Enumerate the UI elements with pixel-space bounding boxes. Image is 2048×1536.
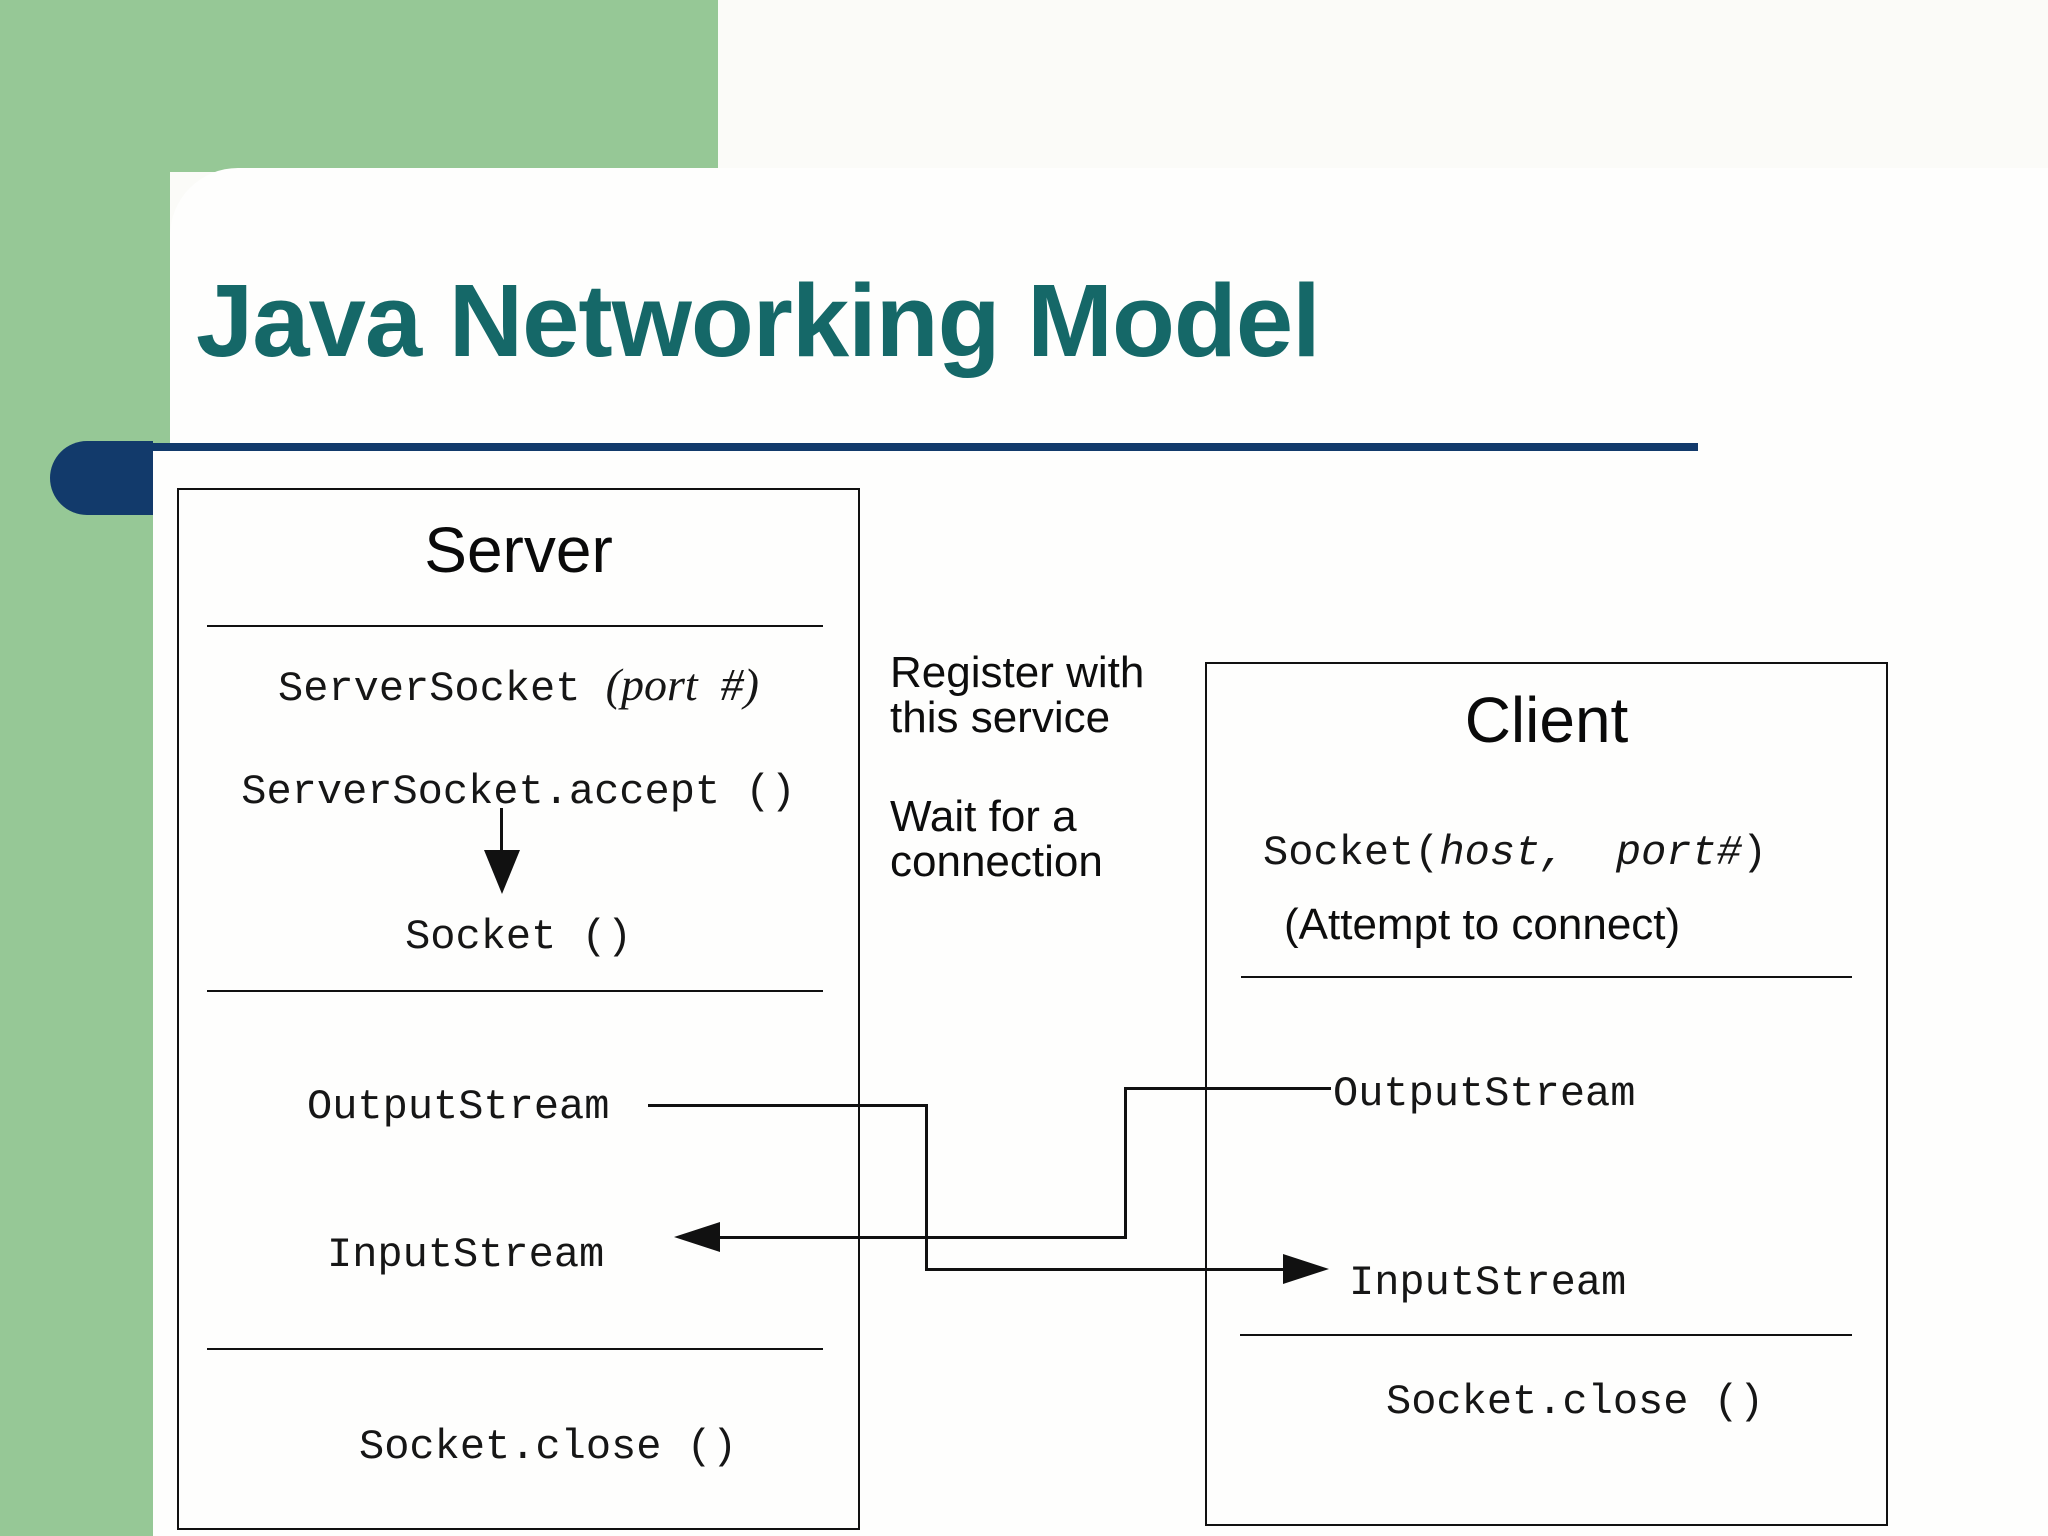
annotation-register: Register with this service	[890, 650, 1144, 741]
page-title: Java Networking Model	[196, 263, 1321, 378]
server-divider-1	[207, 625, 823, 627]
accent-pill	[50, 441, 153, 515]
annotation-register-line2: this service	[890, 693, 1111, 743]
client-box: Client Socket(host, port#) (Attempt to c…	[1205, 662, 1888, 1526]
client-row-socket: Socket(host, port#)	[1263, 832, 1767, 874]
client-divider-2	[1240, 1334, 1852, 1336]
server-inputstream-arrow-head	[674, 1222, 720, 1252]
server-row-socket: Socket ()	[405, 913, 632, 961]
client-to-server-input-line	[719, 1236, 1127, 1239]
client-socket-call: Socket(	[1263, 829, 1440, 877]
server-box: Server ServerSocket (port #) ServerSocke…	[177, 488, 860, 1530]
client-socket-call-close: )	[1741, 829, 1768, 877]
green-left-strip	[0, 0, 170, 1536]
title-sheet	[170, 168, 2048, 445]
server-serversocket-call: ServerSocket	[278, 665, 606, 713]
annotation-wait-line2: connection	[890, 837, 1103, 887]
client-socket-args: host, port#	[1439, 829, 1742, 877]
server-row-outputstream: OutputStream	[307, 1083, 610, 1131]
server-box-title: Server	[424, 514, 613, 586]
annotation-register-line1: Register with	[890, 648, 1145, 697]
client-row-inputstream: InputStream	[1349, 1259, 1627, 1307]
server-output-line-horizontal	[648, 1104, 927, 1107]
client-output-line-horizontal	[1124, 1087, 1331, 1090]
server-output-line-vertical	[925, 1104, 928, 1271]
title-underline-rule	[153, 443, 1698, 451]
client-row-close: Socket.close ()	[1386, 1378, 1765, 1426]
server-divider-3	[207, 1348, 823, 1350]
client-row-outputstream: OutputStream	[1333, 1070, 1636, 1118]
server-serversocket-args: (port #)	[605, 659, 759, 710]
accept-to-socket-arrow-shaft	[500, 808, 503, 856]
server-row-accept: ServerSocket.accept ()	[241, 768, 796, 816]
server-row-inputstream: InputStream	[327, 1231, 605, 1279]
accept-to-socket-arrow-head	[484, 850, 520, 894]
server-divider-2	[207, 990, 823, 992]
server-row-close: Socket.close ()	[359, 1423, 738, 1471]
client-output-line-vertical	[1124, 1087, 1127, 1239]
annotation-wait: Wait for a connection	[890, 794, 1103, 885]
server-to-client-input-line	[925, 1268, 1285, 1271]
client-row-attempt: (Attempt to connect)	[1284, 900, 1681, 949]
server-row-serversocket: ServerSocket (port #)	[179, 659, 858, 713]
client-inputstream-arrow-head	[1283, 1254, 1329, 1284]
annotation-wait-line1: Wait for a	[890, 792, 1077, 841]
client-divider-1	[1241, 976, 1852, 978]
client-box-title: Client	[1464, 684, 1629, 756]
